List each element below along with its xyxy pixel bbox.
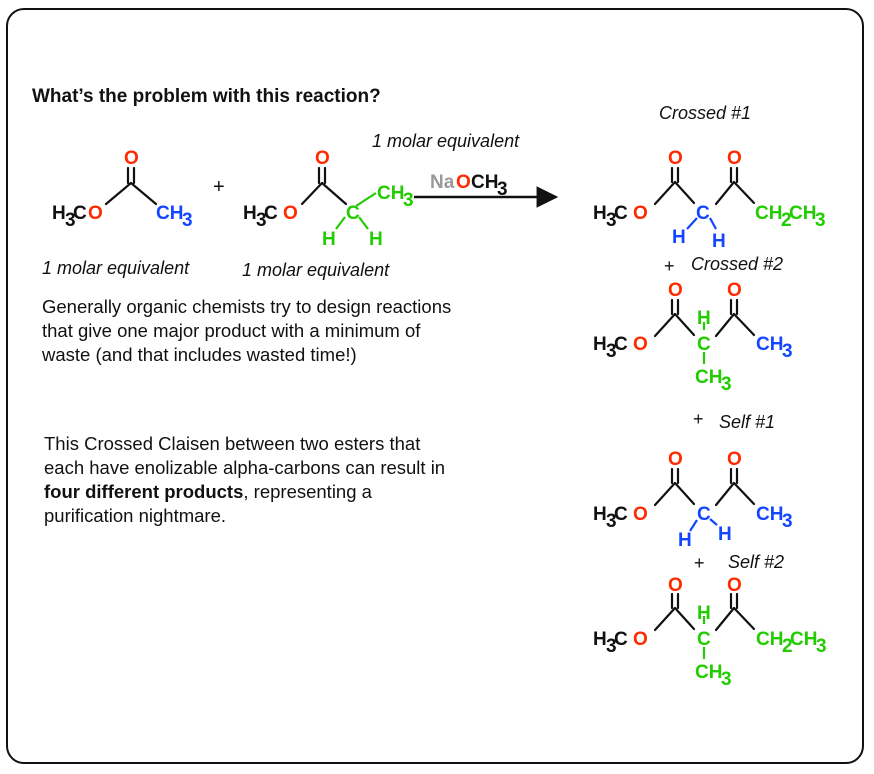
s1-ester-o: O [633, 504, 648, 525]
r1-h3c-h: H [52, 203, 66, 224]
c1-h3c-c: C [614, 203, 628, 224]
r2-ch3-ch: CH [377, 183, 404, 204]
s2-ch3-sub: 3 [816, 636, 827, 657]
label-crossed-1: Crossed #1 [659, 103, 751, 123]
c2-ch3-sub: 3 [782, 341, 793, 362]
base-ch: CH [471, 172, 498, 193]
c2-methyl-sub: 3 [721, 374, 732, 395]
r2-carbonyl-o: O [315, 148, 330, 169]
product-self-2: H 3 C O O O H C CH 3 CH 2 CH 3 [593, 575, 827, 690]
c2-h3c-sub: 3 [606, 341, 617, 362]
c2-alpha-h: H [697, 308, 711, 329]
reactant-methyl-acetate: H 3 C O O CH 3 [52, 148, 193, 231]
r2-h-left: H [322, 229, 336, 250]
r2-h-right: H [369, 229, 383, 250]
c1-carbonyl-o-1: O [668, 148, 683, 169]
s2-methyl-ch: CH [695, 662, 722, 683]
s2-h3c-c: C [614, 629, 628, 650]
r2-ch3-sub: 3 [403, 190, 414, 211]
s1-h3c-c: C [614, 504, 628, 525]
c2-h3c-h: H [593, 334, 607, 355]
s2-carbonyl-o-1: O [668, 575, 683, 596]
p2-bold-four-products: four different products [44, 481, 244, 502]
c2-carbonyl-o-1: O [668, 280, 683, 301]
s1-alpha-c: C [697, 504, 711, 525]
s2-h3c-sub: 3 [606, 636, 617, 657]
c1-h-left: H [672, 227, 686, 248]
base-sodium-methoxide: Na O CH 3 [430, 172, 508, 200]
s1-h3c-h: H [593, 504, 607, 525]
r2-h3c-h: H [243, 203, 257, 224]
c2-carbonyl-o-2: O [727, 280, 742, 301]
base-sub3: 3 [497, 179, 508, 200]
plus-2: + [693, 409, 704, 429]
equiv-label-arrow: 1 molar equivalent [372, 131, 520, 151]
plus-reactants: + [213, 176, 225, 198]
c1-ester-o: O [633, 203, 648, 224]
c1-h-right: H [712, 231, 726, 252]
p2-text-end: , representing a purification nightmare. [44, 481, 372, 526]
c1-alpha-c: C [696, 203, 710, 224]
s2-alpha-h: H [697, 603, 711, 624]
c2-methyl-ch: CH [695, 367, 722, 388]
equiv-label-middle: 1 molar equivalent [242, 260, 390, 280]
paragraph-four-products: This Crossed Claisen between two esters … [44, 432, 464, 528]
s2-h3c-h: H [593, 629, 607, 650]
c1-carbonyl-o-2: O [727, 148, 742, 169]
s1-carbonyl-o-1: O [668, 449, 683, 470]
s1-ch3-sub: 3 [782, 511, 793, 532]
c1-h3c-h: H [593, 203, 607, 224]
c1-ch2-ch: CH [755, 203, 782, 224]
s1-carbonyl-o-2: O [727, 449, 742, 470]
s2-ch3-ch: CH [790, 629, 817, 650]
base-na: Na [430, 172, 455, 193]
panel-border [6, 8, 864, 764]
r2-ester-o: O [283, 203, 298, 224]
r1-ester-o: O [88, 203, 103, 224]
question-heading: What’s the problem with this reaction? [32, 86, 381, 107]
s1-ch3-ch: CH [756, 504, 783, 525]
c1-ch3-sub: 3 [815, 210, 826, 231]
r1-ch3-ch: CH [156, 203, 183, 224]
paragraph-design-goal: Generally organic chemists try to design… [42, 296, 452, 365]
p2-text-start: This Crossed Claisen between two esters … [44, 433, 446, 478]
r2-h3c-c: C [264, 203, 278, 224]
label-self-2: Self #2 [728, 552, 784, 572]
s2-carbonyl-o-2: O [727, 575, 742, 596]
s2-ch2-ch: CH [756, 629, 783, 650]
product-crossed-2: H 3 C O O O H C CH 3 CH 3 [593, 280, 793, 395]
r1-carbonyl-o: O [124, 148, 139, 169]
s2-methyl-sub: 3 [721, 669, 732, 690]
r2-h3c-sub: 3 [256, 210, 267, 231]
c1-ch2-sub: 2 [781, 210, 792, 231]
c2-h3c-c: C [614, 334, 628, 355]
s1-h-right: H [718, 524, 732, 545]
c2-alpha-c: C [697, 334, 711, 355]
label-crossed-2: Crossed #2 [691, 254, 783, 274]
reactant-methyl-propanoate: H 3 C O O C CH 3 H H [243, 148, 414, 250]
plus-3: + [694, 553, 705, 573]
s2-alpha-c: C [697, 629, 711, 650]
label-self-1: Self #1 [719, 412, 775, 432]
r1-h3c-c: C [73, 203, 87, 224]
product-self-1: H 3 C O O O C H H CH 3 [593, 449, 793, 551]
base-o: O [456, 172, 471, 193]
c2-ester-o: O [633, 334, 648, 355]
c1-ch3-ch: CH [789, 203, 816, 224]
plus-1: + [664, 256, 675, 276]
r2-alpha-c: C [346, 203, 360, 224]
c1-h3c-sub: 3 [606, 210, 617, 231]
s1-h-left: H [678, 530, 692, 551]
r1-h3c-sub: 3 [65, 210, 76, 231]
c2-ch3-ch: CH [756, 334, 783, 355]
equiv-label-left: 1 molar equivalent [42, 258, 190, 278]
s1-h3c-sub: 3 [606, 511, 617, 532]
product-crossed-1: H 3 C O O O C H H CH 2 CH 3 [593, 148, 826, 252]
r1-ch3-sub: 3 [182, 210, 193, 231]
s2-ester-o: O [633, 629, 648, 650]
s2-ch2-sub: 2 [782, 636, 793, 657]
